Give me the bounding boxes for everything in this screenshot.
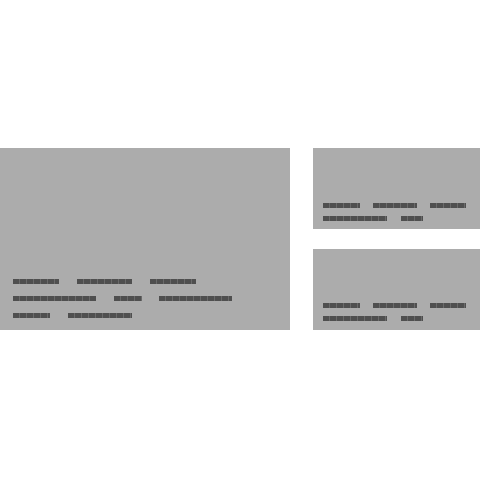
placeholder-text (430, 203, 466, 208)
placeholder-text (323, 216, 387, 221)
tile-top-right[interactable] (313, 148, 480, 229)
placeholder-text (430, 303, 466, 308)
tile-bottom-right[interactable] (313, 249, 480, 330)
placeholder-text (13, 313, 50, 318)
placeholder-text (68, 313, 132, 318)
placeholder-text (401, 216, 423, 221)
placeholder-text (159, 296, 232, 301)
tile-large[interactable] (0, 148, 290, 330)
placeholder-text (323, 316, 387, 321)
placeholder-text (13, 296, 96, 301)
placeholder-text (77, 279, 132, 284)
placeholder-text (323, 203, 360, 208)
placeholder-text (114, 296, 142, 301)
placeholder-text (150, 279, 196, 284)
placeholder-text (323, 303, 360, 308)
placeholder-text (373, 203, 417, 208)
placeholder-text (373, 303, 417, 308)
placeholder-text (13, 279, 59, 284)
placeholder-text (401, 316, 423, 321)
